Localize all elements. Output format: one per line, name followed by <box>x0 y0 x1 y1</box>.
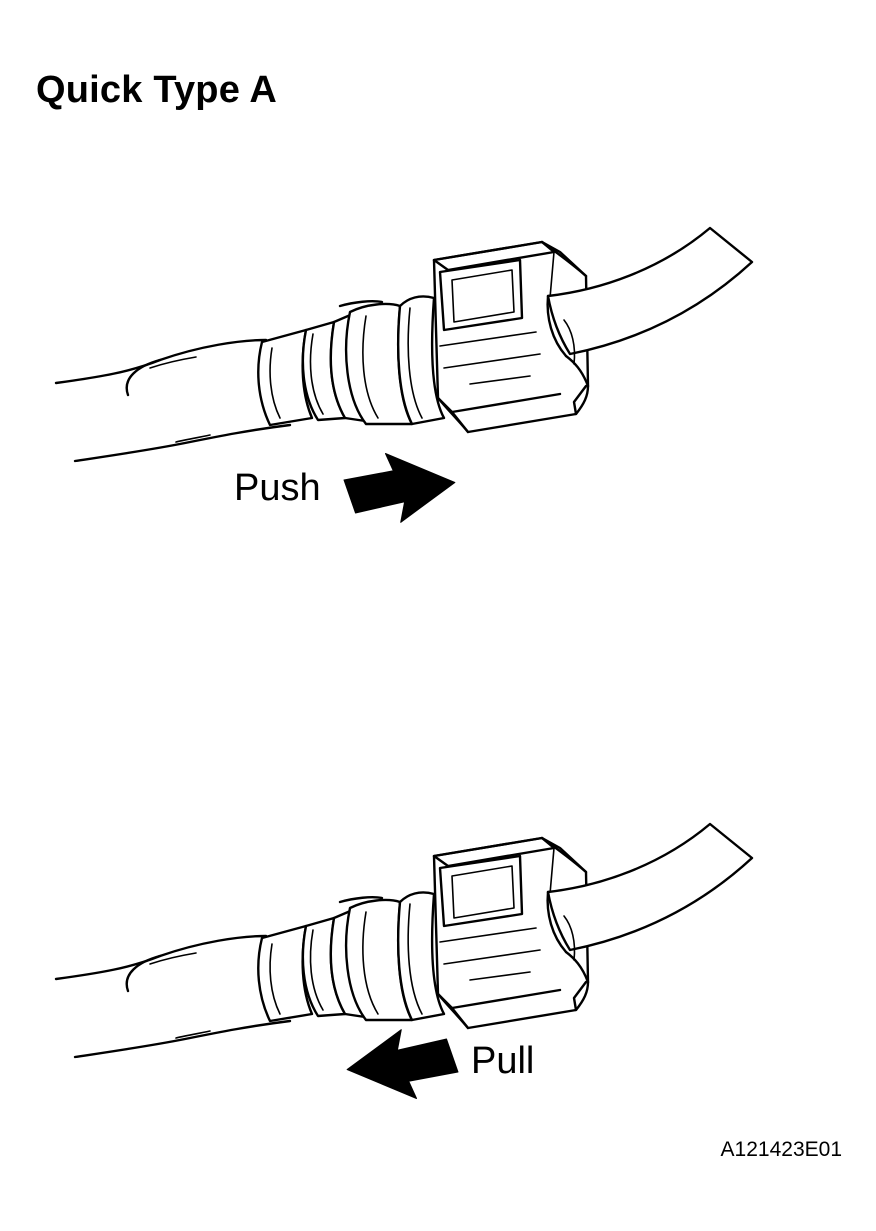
figure-reference-code: A121423E01 <box>720 1138 842 1161</box>
push-label: Push <box>234 467 321 509</box>
push-arrow-icon <box>341 446 459 529</box>
diagram-title: Quick Type A <box>36 69 278 111</box>
connector-push-view <box>54 226 754 463</box>
pull-label: Pull <box>471 1040 535 1082</box>
pull-arrow-icon <box>343 1023 461 1106</box>
connector-pull-view <box>54 822 754 1059</box>
